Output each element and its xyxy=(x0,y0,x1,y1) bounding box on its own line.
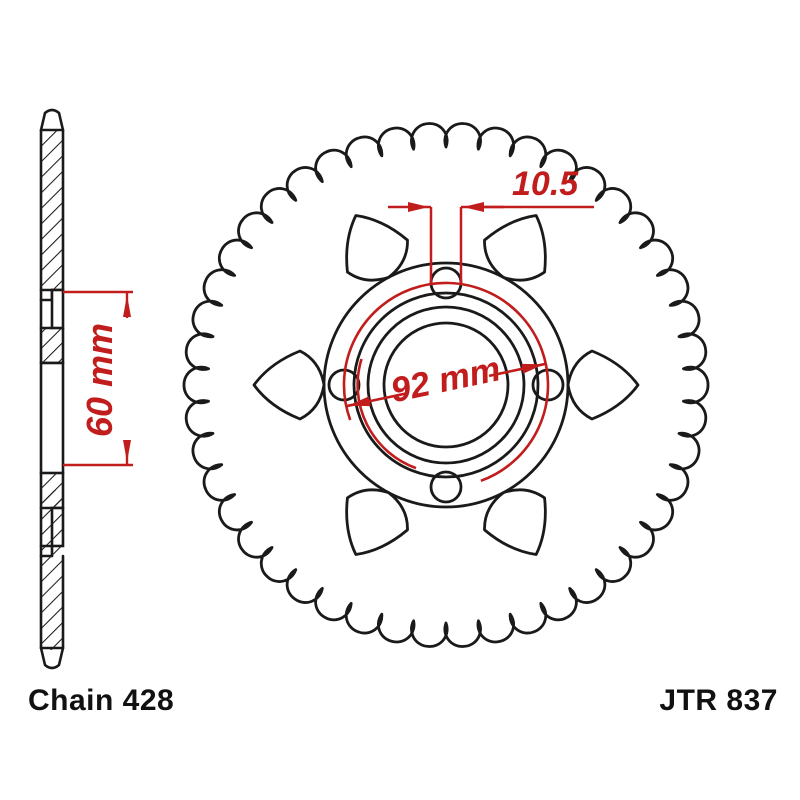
center-bore-circle xyxy=(382,321,510,449)
dimension-bolt-circle xyxy=(345,362,547,408)
section-view xyxy=(39,108,65,670)
hub-outer-circle xyxy=(352,291,540,479)
lightening-hole xyxy=(566,349,640,421)
dimension-thickness: 60 mm xyxy=(63,290,133,467)
chain-label: Chain 428 xyxy=(28,684,174,717)
lightening-hole xyxy=(345,214,409,282)
hub-circles xyxy=(322,261,570,509)
lightening-holes xyxy=(252,214,640,556)
bolt-circle-arc xyxy=(342,281,550,483)
bolt-hole-dimension-label: 10.5 xyxy=(512,165,579,203)
face-view: 92 mm 10.5 xyxy=(182,122,710,648)
section-top-step xyxy=(39,288,65,365)
lightening-hole xyxy=(252,349,326,421)
thickness-dimension-label: 60 mm xyxy=(79,323,120,437)
section-bottom-rim xyxy=(39,490,65,670)
bolt-hole-bottom xyxy=(429,470,463,504)
section-top-rim xyxy=(39,108,65,292)
lightening-hole xyxy=(483,214,547,282)
lightening-hole xyxy=(483,488,547,556)
bolt-circle-arc-secondary xyxy=(356,358,417,470)
lightening-hole xyxy=(345,488,409,556)
hub-flange-circle xyxy=(322,261,570,509)
sprocket-teeth xyxy=(182,122,710,648)
part-number-label: JTR 837 xyxy=(659,684,778,717)
bolt-circle-dimension-label: 92 mm xyxy=(387,349,504,410)
dimension-bolt-hole xyxy=(388,202,594,285)
hub-inner-circle xyxy=(366,305,526,465)
section-web xyxy=(39,361,65,475)
